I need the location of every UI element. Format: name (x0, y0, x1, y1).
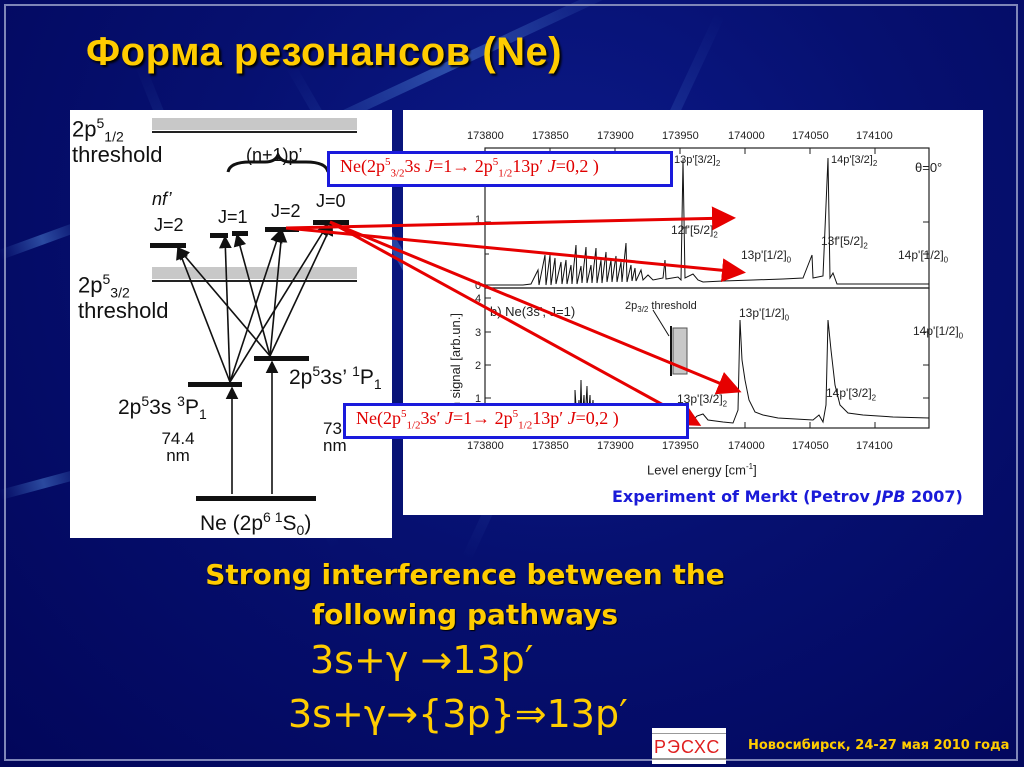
ground-state-bar (196, 496, 316, 501)
level-bar (150, 243, 186, 248)
level-3P1-bar (188, 382, 242, 387)
level-label: J=1 (218, 207, 248, 227)
x-tick-bottom: 173800 (467, 440, 504, 452)
x-tick-top: 174000 (728, 130, 765, 142)
x-tick-top: 173950 (662, 130, 699, 142)
x-tick-bottom: 174100 (856, 440, 893, 452)
x-tick-top: 173800 (467, 130, 504, 142)
pathway-formula-1: 3s+γ →13p′ (310, 638, 534, 682)
conference-logo: РЭСХС (652, 728, 726, 764)
peak-label: 13p'[3/2]2 (674, 154, 721, 169)
lower-threshold-line (152, 280, 357, 282)
upper-threshold-band (152, 118, 357, 130)
level-label: J=2 (154, 215, 184, 235)
group-label: (n+1)p’ (246, 145, 303, 165)
x-tick-bottom: 173850 (532, 440, 569, 452)
conclusion-line-2: following pathways (311, 598, 619, 631)
level-label: J=2 (271, 201, 301, 221)
peak-label: 14p'[3/2]2 (831, 154, 878, 169)
transition-callout-top: Ne(2p53/23s J=1→ 2p51/213p′ J=0,2 ) (327, 151, 673, 187)
level-label: J=0 (316, 191, 346, 211)
x-tick-top: 174050 (792, 130, 829, 142)
conclusion-line-1: Strong interference between the (205, 558, 725, 591)
level-1P1-bar (254, 356, 309, 361)
slide-frame (4, 4, 1018, 761)
pathway-formula-2: 3s+γ→{3p}⇒13p′ (288, 692, 628, 736)
upper-threshold-label: 2p51/2 threshold (72, 115, 163, 167)
x-tick-bottom: 174050 (792, 440, 829, 452)
x-tick-bottom: 173950 (662, 440, 699, 452)
slide-title: Форма резонансов (Ne) (86, 30, 563, 74)
peak-label: 13p'[1/2]0 (741, 248, 792, 265)
lower-threshold-label: 2p53/2 threshold (78, 271, 169, 323)
x-tick-top: 173900 (597, 130, 634, 142)
x-tick-top: 174100 (856, 130, 893, 142)
peak-label: 14p'[1/2]0 (913, 324, 964, 341)
x-tick-bottom: 173900 (597, 440, 634, 452)
peak-label: 13f'[5/2]2 (821, 234, 868, 251)
logo-text: РЭСХС (654, 737, 721, 757)
x-axis-label: Level energy [cm-1] (647, 462, 757, 478)
experiment-credit: Experiment of Merkt (Petrov JPB 2007) (612, 487, 963, 506)
peak-label: 14p'[1/2]0 (898, 248, 949, 265)
x-tick-bottom: 174000 (728, 440, 765, 452)
nf-label: nf’ (152, 189, 172, 209)
transition-arrows (176, 151, 334, 494)
x-tick-top: 173850 (532, 130, 569, 142)
peak-label: 13p'[1/2]0 (739, 306, 790, 323)
ground-state-label: Ne (2p6 1S0) (200, 509, 312, 539)
upper-threshold-line (152, 131, 357, 133)
state-3P1-label: 2p53s 3P1 (118, 393, 207, 423)
transition-callout-bottom: Ne(2p51/23s′ J=1→ 2p51/213p′ J=0,2 ) (343, 403, 689, 439)
footer-event: Новосибирск, 24-27 мая 2010 года (748, 738, 1010, 753)
